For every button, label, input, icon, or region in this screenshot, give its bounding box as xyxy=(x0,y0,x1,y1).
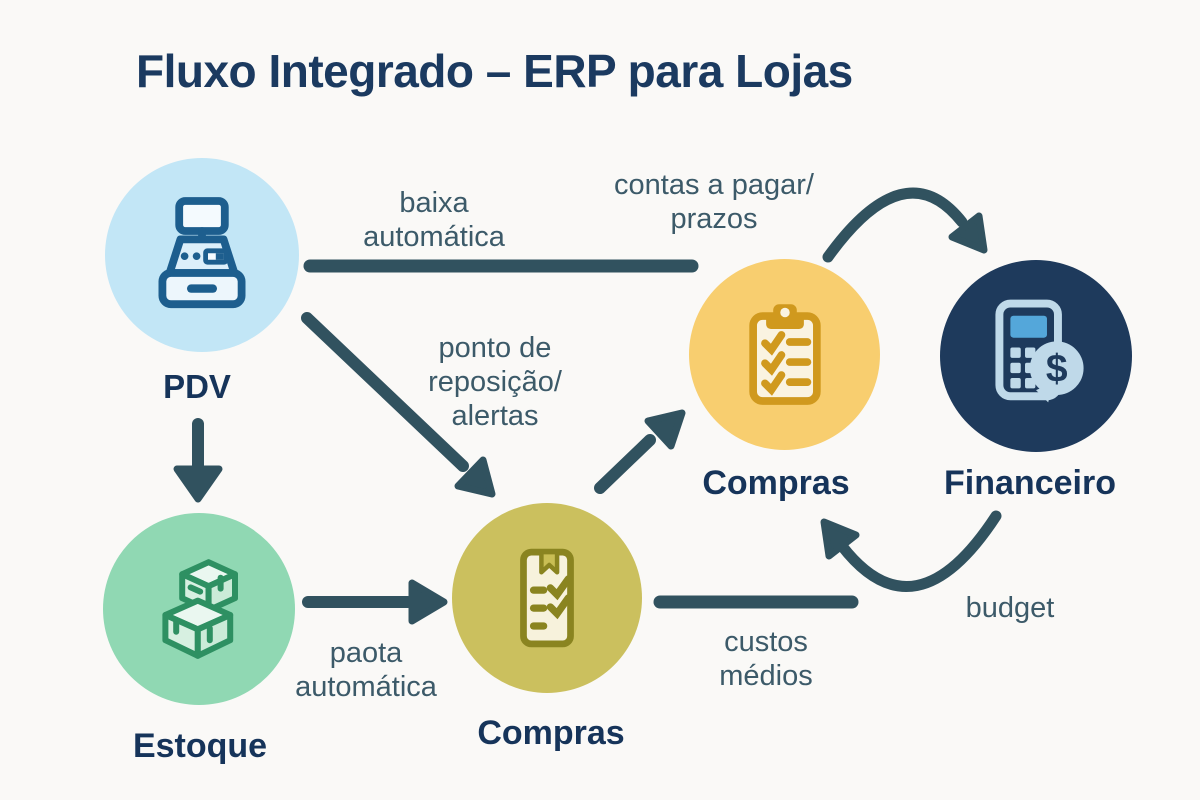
node-pdv-circle xyxy=(105,158,299,352)
label-line: automática xyxy=(295,671,437,703)
document-checklist-icon xyxy=(520,548,574,648)
arrow-financeiro-to-compras xyxy=(820,510,1002,593)
label-line: baixa xyxy=(399,187,469,219)
edge-label-budget: budget xyxy=(966,591,1055,625)
node-compras-pedido-label: Compras xyxy=(477,714,625,752)
label-line: automática xyxy=(363,221,505,253)
node-pdv-label: PDV xyxy=(163,368,231,405)
node-financeiro-circle: $ xyxy=(940,260,1132,452)
calculator-dollar-icon: $ xyxy=(995,299,1084,403)
node-compras-label: Compras xyxy=(702,464,850,502)
label-line: prazos xyxy=(670,203,758,235)
arrow-compras-to-financeiro xyxy=(822,187,988,263)
label-line: ponto de xyxy=(438,332,552,364)
label-line: médios xyxy=(719,660,813,692)
edge-label-custos-medios: custos médios xyxy=(719,625,813,693)
svg-text:$: $ xyxy=(1046,348,1068,391)
label-line: custos xyxy=(724,626,808,658)
arrow-estoque-to-compras-pedido xyxy=(302,579,448,625)
diagram-title: Fluxo Integrado – ERP para Lojas xyxy=(136,45,853,97)
node-compras-pedido-circle xyxy=(452,503,642,693)
edge-label-baixa-automatica: baixa automática xyxy=(363,186,505,254)
label-line: contas a pagar/ xyxy=(614,169,814,201)
label-line: budget xyxy=(965,592,1055,624)
label-line: reposição/ xyxy=(428,366,562,398)
cash-register-icon xyxy=(158,197,246,309)
node-estoque-label: Estoque xyxy=(132,727,268,765)
stacked-boxes-icon xyxy=(162,559,238,659)
node-financeiro-label: Financeiro xyxy=(944,464,1116,502)
edge-label-paota-automatica: paota automática xyxy=(295,636,437,704)
arrow-pdv-to-estoque xyxy=(173,418,223,503)
label-line: paota xyxy=(329,637,403,669)
arrow-compras-pedido-to-compras xyxy=(594,409,686,494)
edge-label-contas-a-pagar: contas a pagar/ prazos xyxy=(614,168,814,236)
node-compras-circle xyxy=(689,259,880,450)
edge-label-ponto-de-reposicao: ponto de reposição/ alertas xyxy=(428,331,562,433)
node-estoque-circle xyxy=(103,513,295,705)
clipboard-checklist-icon xyxy=(748,303,821,405)
label-line: alertas xyxy=(451,400,539,432)
